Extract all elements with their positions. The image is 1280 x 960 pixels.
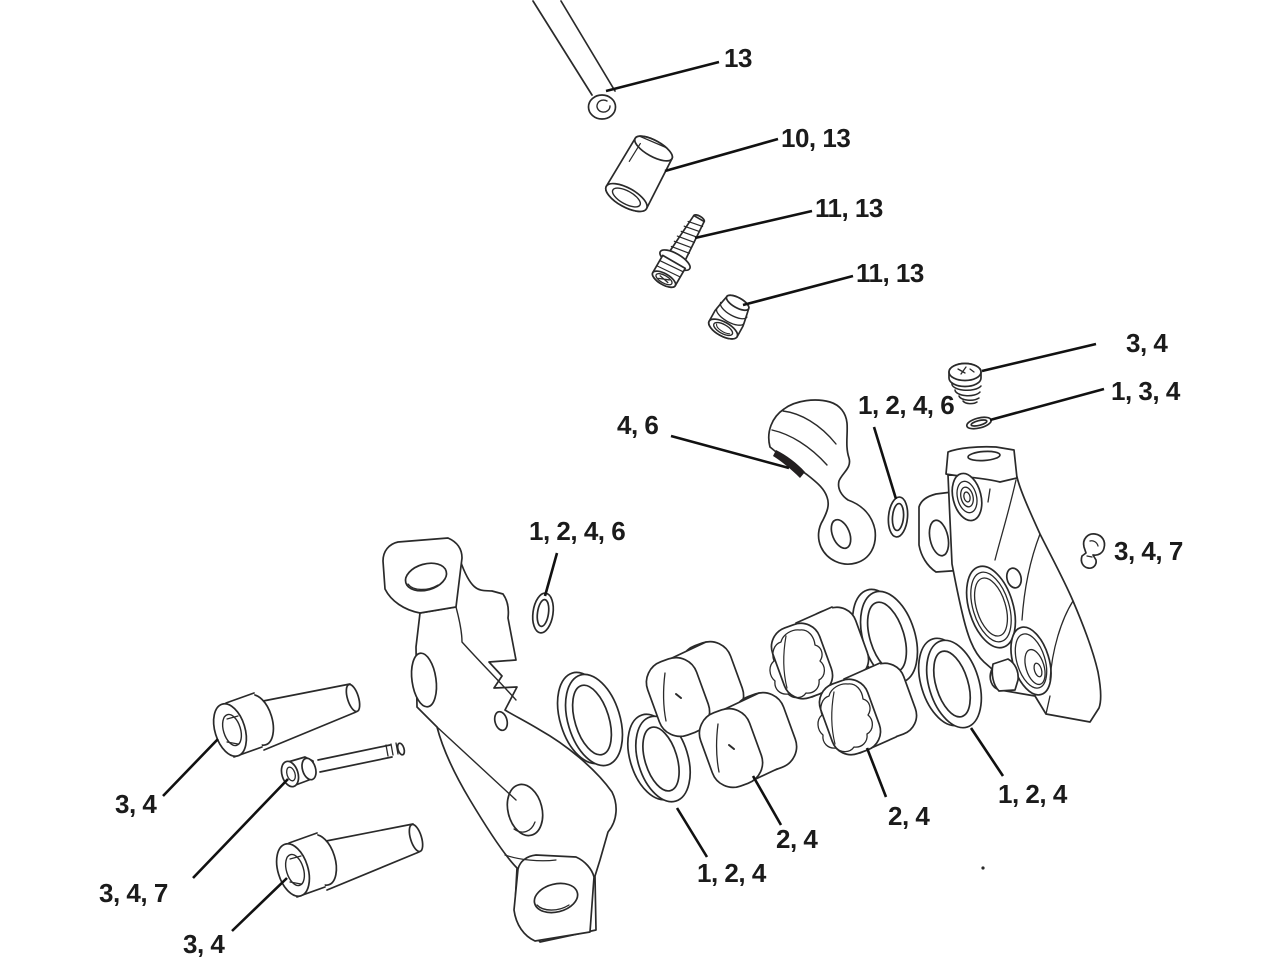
leader-o-ring-right bbox=[872, 426, 898, 500]
callout-pistons-front: 2, 4 bbox=[776, 824, 818, 854]
callout-seal-rear: 1, 2, 4 bbox=[998, 779, 1067, 809]
leader-o-ring-left bbox=[543, 552, 559, 597]
leader-compression-screw bbox=[694, 209, 813, 240]
retainer-clip-drawing bbox=[1080, 533, 1106, 569]
leader-lines bbox=[162, 60, 1105, 932]
callout-hose: 13 bbox=[724, 43, 752, 73]
callout-hose-sleeve: 10, 13 bbox=[781, 123, 851, 153]
leader-sleeve bbox=[664, 137, 779, 173]
callout-bleed-o-ring: 1, 3, 4 bbox=[1111, 376, 1180, 406]
leader-bolt-upper bbox=[162, 738, 219, 797]
leader-seal-front bbox=[675, 807, 709, 858]
pad-pin-drawing bbox=[280, 742, 406, 788]
piston-seal-3 bbox=[851, 588, 919, 684]
callout-compression-nut: 11, 13 bbox=[856, 258, 924, 288]
piston-knurled-1 bbox=[769, 606, 870, 700]
callout-o-ring-left: 1, 2, 4, 6 bbox=[529, 516, 626, 546]
leader-seal-rear bbox=[969, 727, 1005, 777]
bleed-screw-drawing bbox=[948, 362, 982, 405]
bleed-o-ring-drawing bbox=[965, 416, 993, 430]
callout-retainer-clip: 3, 4, 7 bbox=[1114, 536, 1183, 566]
compression-nut-drawing bbox=[707, 294, 750, 340]
hose-sleeve-fitting-drawing bbox=[604, 135, 674, 213]
leader-bolt-lower bbox=[231, 877, 288, 932]
mounting-bolt-lower-drawing bbox=[275, 823, 424, 898]
outer-caliper-half-drawing bbox=[918, 445, 1102, 723]
piston-smooth-1 bbox=[645, 640, 745, 738]
piston-seal-2 bbox=[627, 713, 691, 803]
hose-clamp-lever-drawing bbox=[767, 399, 877, 565]
print-dot bbox=[981, 866, 985, 870]
leader-pistons-front bbox=[751, 775, 783, 826]
piston-smooth-2 bbox=[698, 691, 798, 789]
callout-compression-screw: 11, 13 bbox=[815, 193, 883, 223]
callout-bolt-upper: 3, 4 bbox=[115, 789, 157, 819]
o-ring-left-drawing bbox=[531, 592, 555, 634]
leader-pistons-rear bbox=[865, 747, 888, 798]
leader-hose-clamp bbox=[670, 434, 790, 470]
callout-seal-front: 1, 2, 4 bbox=[697, 858, 766, 888]
piston-knurled-2 bbox=[817, 662, 918, 756]
leader-hose bbox=[605, 60, 720, 93]
compression-screw-drawing bbox=[651, 214, 706, 289]
callout-hose-clamp: 4, 6 bbox=[617, 410, 659, 440]
o-ring-right-drawing bbox=[887, 496, 909, 538]
callout-pistons-rear: 2, 4 bbox=[888, 801, 930, 831]
mounting-bolt-upper-drawing bbox=[212, 683, 361, 758]
inner-caliper-half-drawing bbox=[382, 537, 617, 943]
leader-bleed-screw bbox=[981, 342, 1097, 373]
brake-hose-drawing bbox=[532, 0, 617, 120]
callout-bolt-lower: 3, 4 bbox=[183, 929, 225, 959]
callout-pad-pin: 3, 4, 7 bbox=[99, 878, 168, 908]
leader-bleed-o-ring bbox=[989, 387, 1105, 422]
piston-seal-4 bbox=[917, 637, 983, 729]
piston-seal-1 bbox=[556, 671, 624, 767]
leader-compression-nut bbox=[742, 274, 854, 307]
leader-pad-pin bbox=[192, 778, 289, 879]
callout-bleed-screw: 3, 4 bbox=[1126, 328, 1168, 358]
callout-o-ring-right: 1, 2, 4, 6 bbox=[858, 390, 955, 420]
